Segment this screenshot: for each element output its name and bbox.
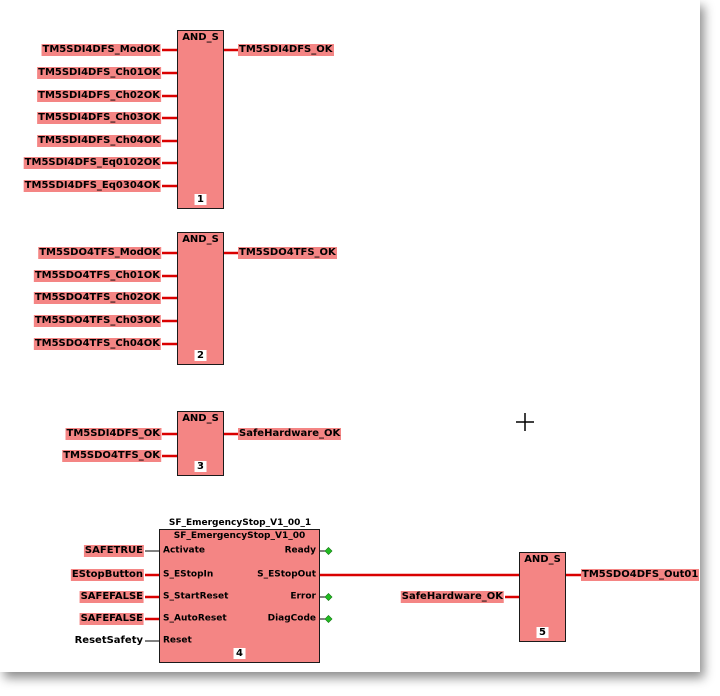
pin-diagcode: DiagCode [267,613,316,624]
pin-ready: Ready [284,545,316,556]
input-var[interactable]: TM5SDO4TFS_OK [62,450,161,462]
input-var[interactable]: TM5SDI4DFS_ModOK [41,44,161,56]
input-var[interactable]: SAFEFALSE [79,591,144,603]
input-var[interactable]: ResetSafety [74,635,143,646]
output-var[interactable]: TM5SDI4DFS_OK [238,44,334,56]
instance-name: SF_EmergencyStop_V1_00_1 [168,518,312,528]
input-var[interactable]: SafeHardware_OK [400,591,504,603]
block-type: AND_S [524,554,561,565]
input-var[interactable]: TM5SDI4DFS_Ch01OK [37,67,161,79]
block-number: 1 [194,194,207,205]
output-var[interactable]: TM5SDO4DFS_Out01 [581,569,700,581]
input-var[interactable]: SAFETRUE [83,545,144,557]
input-var[interactable]: TM5SDI4DFS_Ch03OK [37,112,161,124]
input-var[interactable]: EStopButton [70,569,144,581]
pin-s-estopout: S_EStopOut [257,569,316,580]
pin-s-autoreset: S_AutoReset [163,613,227,624]
block-type: AND_S [182,234,219,245]
and-block-2[interactable]: AND_S 2 [177,232,224,365]
pin-s-estopin: S_EStopIn [163,569,214,580]
input-var[interactable]: TM5SDO4TFS_Ch04OK [33,338,161,350]
and-block-3[interactable]: AND_S 3 [177,411,224,476]
block-number: 5 [536,627,549,638]
input-var[interactable]: TM5SDI4DFS_Ch02OK [37,90,161,102]
block-number: 3 [194,461,207,472]
input-var[interactable]: TM5SDI4DFS_OK [65,428,161,440]
output-var[interactable]: SafeHardware_OK [238,428,342,440]
input-var[interactable]: TM5SDI4DFS_Eq0304OK [23,180,161,192]
output-var[interactable]: TM5SDO4TFS_OK [238,247,337,259]
and-block-1[interactable]: AND_S 1 [177,30,224,209]
pin-reset: Reset [163,635,192,646]
block-number: 2 [194,350,207,361]
input-var[interactable]: TM5SDO4TFS_Ch01OK [33,270,161,282]
crosshair-cursor-icon [516,413,534,431]
input-var[interactable]: TM5SDI4DFS_Eq0102OK [23,157,161,169]
input-var[interactable]: TM5SDO4TFS_ModOK [38,247,161,259]
block-number: 4 [233,648,246,659]
diagram-canvas[interactable]: AND_S 1 TM5SDI4DFS_ModOK TM5SDI4DFS_Ch01… [0,0,700,672]
block-type: SF_EmergencyStop_V1_00 [173,531,306,541]
emergency-stop-block[interactable]: SF_EmergencyStop_V1_00 4 [159,529,320,663]
pin-activate: Activate [163,545,206,556]
and-block-5[interactable]: AND_S 5 [519,552,566,642]
block-type: AND_S [182,32,219,43]
input-var[interactable]: TM5SDO4TFS_Ch03OK [33,315,161,327]
pin-s-startreset: S_StartReset [163,591,229,602]
input-var[interactable]: TM5SDI4DFS_Ch04OK [37,135,161,147]
block-type: AND_S [182,413,219,424]
pin-error: Error [290,591,316,602]
input-var[interactable]: TM5SDO4TFS_Ch02OK [33,292,161,304]
input-var[interactable]: SAFEFALSE [79,613,144,625]
